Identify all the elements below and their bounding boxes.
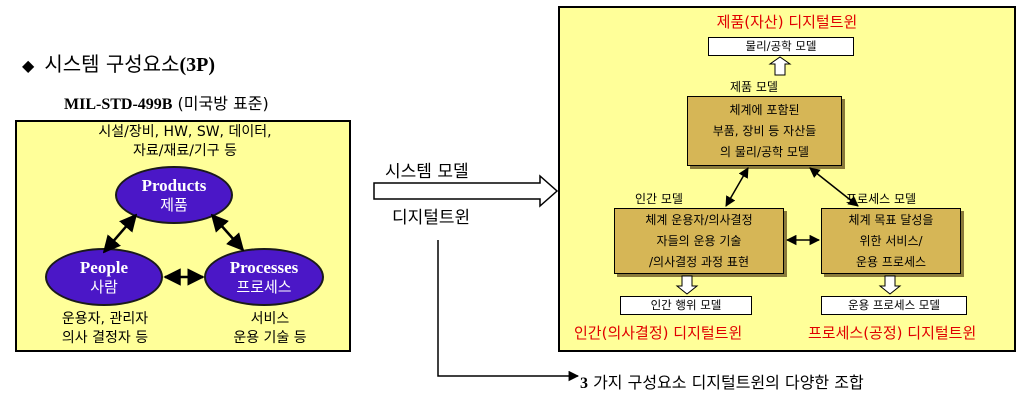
products-ko-label: 제품 bbox=[160, 195, 188, 214]
processes-desc-line1: 서비스 bbox=[250, 311, 290, 327]
process-box-line2: 위한 서비스/ bbox=[859, 233, 923, 248]
product-up-hollow-arrow bbox=[768, 56, 792, 76]
human-box-line3: /의사결정 과정 표현 bbox=[649, 254, 749, 269]
process-model-label: 프로세스 모델 bbox=[846, 192, 917, 206]
combination-note: 3 가지 구성요소 디지털트윈의 다양한 조합 bbox=[580, 369, 864, 393]
people-node: People 사람 bbox=[45, 248, 163, 306]
products-people-arrow bbox=[102, 213, 138, 254]
human-model-label: 인간 모델 bbox=[635, 192, 683, 206]
product-twin-title: 제품(자산) 디지털트윈 bbox=[716, 13, 858, 31]
processes-ko-label: 프로세스 bbox=[236, 277, 292, 296]
people-en-label: People bbox=[79, 257, 129, 277]
standard-name: MIL-STD-499B bbox=[64, 96, 173, 113]
processes-en-label: Processes bbox=[229, 257, 299, 277]
system-model-label: 시스템 모델 bbox=[385, 162, 469, 182]
digital-twin-label: 디지털트윈 bbox=[392, 208, 471, 228]
product-process-arrow bbox=[809, 167, 859, 207]
people-ko-label: 사람 bbox=[90, 277, 118, 296]
system-model-hollow-arrow bbox=[373, 174, 559, 208]
physics-model-box: 물리/공학 모델 bbox=[708, 37, 854, 56]
products-desc-line2: 자료/재료/기구 등 bbox=[132, 143, 238, 159]
subtitle: MIL-STD-499B (미국방 표준) bbox=[64, 90, 269, 114]
title-text: 시스템 구성요소 bbox=[44, 52, 180, 76]
products-en-label: Products bbox=[141, 175, 207, 195]
diamond-bullet-icon: ◆ bbox=[22, 56, 35, 75]
product-box-line2: 부품, 장비 등 자산들 bbox=[712, 123, 817, 138]
people-desc-line1: 운용자, 관리자 bbox=[61, 311, 149, 327]
components-panel bbox=[15, 120, 351, 352]
combination-count: 3 bbox=[580, 375, 588, 392]
processes-desc-line2: 운용 기술 등 bbox=[233, 330, 307, 346]
products-desc-line1: 시설/장비, HW, SW, 데이터, bbox=[98, 124, 272, 140]
process-box-line1: 체계 목표 달성을 bbox=[848, 212, 934, 227]
product-model-box: 체계에 포함된 부품, 장비 등 자산들 의 물리/공학 모델 bbox=[687, 96, 842, 166]
human-box-line2: 자들의 운용 기술 bbox=[656, 233, 742, 248]
products-processes-arrow bbox=[210, 213, 245, 252]
people-desc-line2: 의사 결정자 등 bbox=[61, 330, 149, 346]
human-model-box: 체계 운용자/의사결정 자들의 운용 기술 /의사결정 과정 표현 bbox=[614, 208, 784, 274]
processes-node: Processes 프로세스 bbox=[204, 248, 324, 306]
process-model-box: 체계 목표 달성을 위한 서비스/ 운용 프로세스 bbox=[821, 208, 961, 274]
product-model-label: 제품 모델 bbox=[730, 80, 778, 94]
process-twin-title: 프로세스(공정) 디지털트윈 bbox=[808, 324, 977, 342]
human-twin-title: 인간(의사결정) 디지털트윈 bbox=[574, 324, 743, 342]
human-down-hollow-arrow bbox=[675, 275, 699, 295]
product-box-line3: 의 물리/공학 모델 bbox=[720, 144, 809, 159]
process-box-line3: 운용 프로세스 bbox=[855, 254, 927, 269]
process-ops-model-box: 운용 프로세스 모델 bbox=[821, 296, 967, 315]
product-box-line1: 체계에 포함된 bbox=[729, 102, 800, 117]
section-title: ◆ 시스템 구성요소(3P) bbox=[22, 48, 215, 77]
product-human-arrow bbox=[725, 167, 749, 207]
digital-twin-connector bbox=[437, 240, 580, 382]
process-down-hollow-arrow bbox=[878, 275, 902, 295]
combination-text: 가지 구성요소 디지털트윈의 다양한 조합 bbox=[588, 373, 864, 392]
standard-note: (미국방 표준) bbox=[177, 94, 269, 113]
title-count: (3P) bbox=[179, 54, 216, 76]
human-box-line1: 체계 운용자/의사결정 bbox=[645, 212, 753, 227]
human-behavior-model-box: 인간 행위 모델 bbox=[620, 296, 752, 315]
